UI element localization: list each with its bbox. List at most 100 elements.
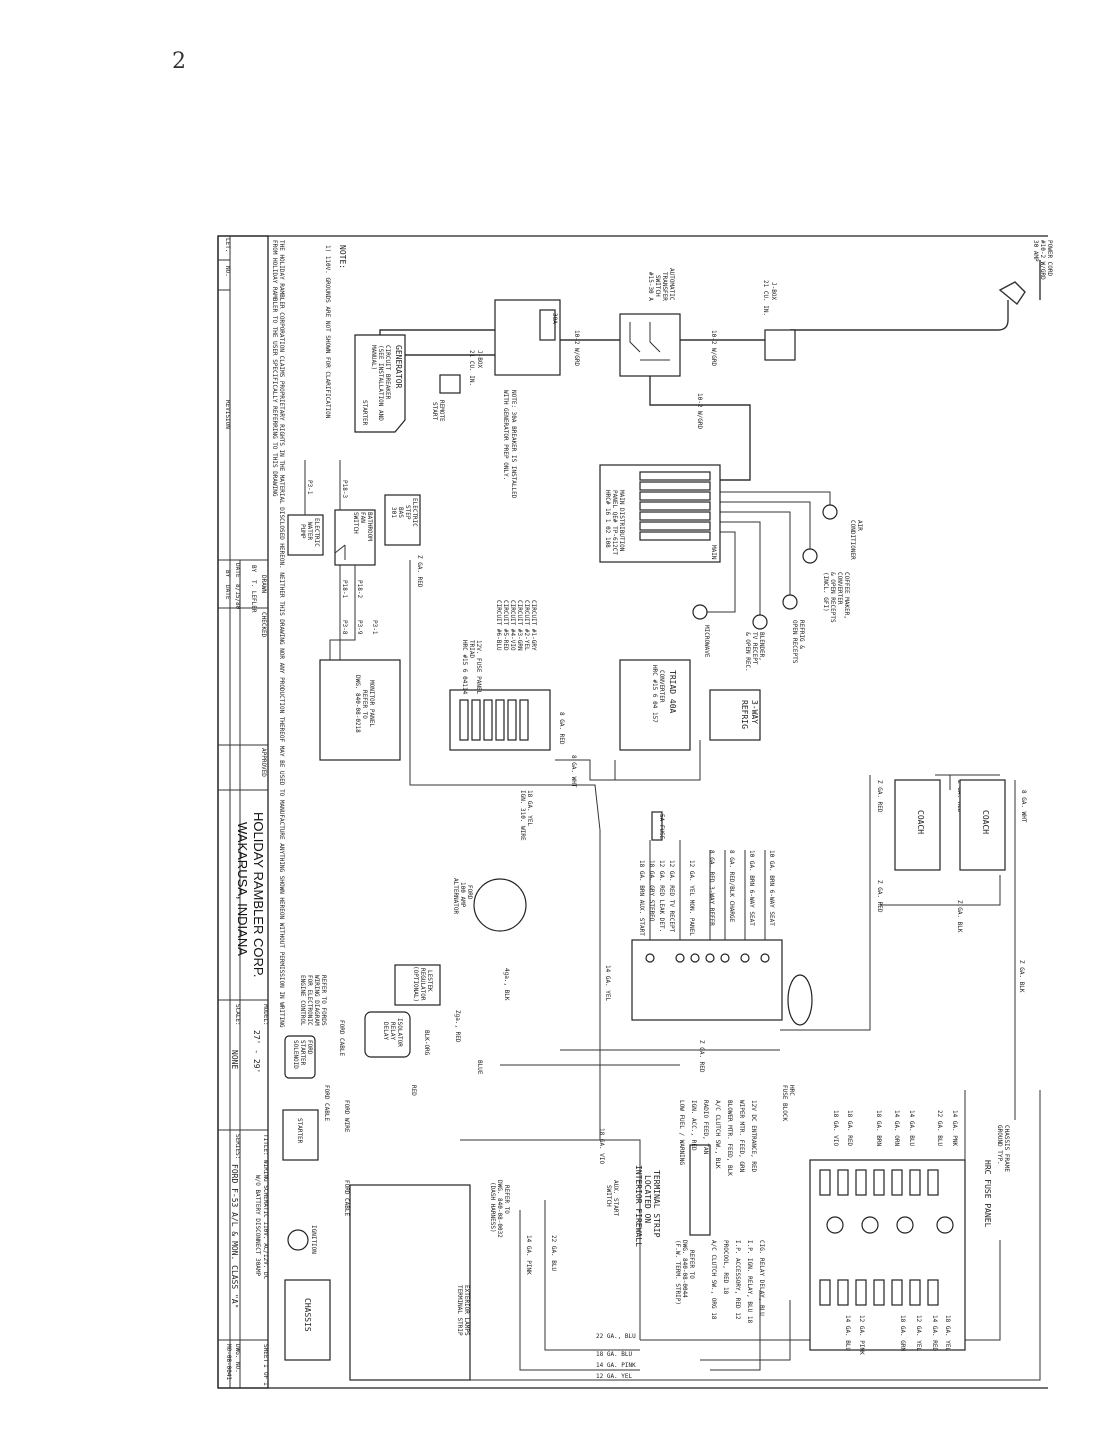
- wire-8-wht-2: 8 GA. WHT: [570, 755, 577, 788]
- note-heading: NOTE:: [338, 245, 347, 269]
- ford-note-3: FOR ELECTRONIC: [306, 975, 313, 1026]
- generator-starter-tag: STARTER: [361, 400, 368, 426]
- drawn-by-label: BY: [250, 565, 257, 573]
- refrig-3way: [709, 689, 761, 741]
- interior-wire: RADIO FEED, TAN: [702, 1100, 709, 1155]
- interior-wires-left: 12V DC ENTRANCE, RED WIPER MTR. FEED, GR…: [678, 1100, 757, 1176]
- main-panel-label-3: HRC# 16 1 02 108: [604, 490, 611, 548]
- wire-z-red-4: Z GA. RED: [416, 555, 423, 588]
- power-cord-label-1: POWER CORD: [1046, 240, 1053, 277]
- fuse-panel-label-3: HRC #15 6 04114: [461, 640, 468, 695]
- blender-outlet-icon: [752, 614, 768, 630]
- coach-battery-2-label: COACH: [981, 810, 990, 834]
- breaker-note-2: WITH GENERATOR PREP ONLY.: [502, 390, 509, 480]
- isolator-relay: [364, 1011, 411, 1058]
- blender-label-3: & OPEN REC.: [744, 632, 751, 672]
- wire-ford-cable-3: FORD CABLE: [343, 1180, 350, 1217]
- coffee-maker-label-2: CONVERTER: [836, 572, 843, 605]
- wire-z-blk-1: Z GA. BLK: [956, 900, 963, 933]
- coffee-maker-label-1: COFFEE MAKER,: [843, 572, 850, 619]
- wire-z-red-3: Z GA. RED: [876, 880, 883, 913]
- monitor-panel: [319, 659, 401, 761]
- series-label: SERIES:: [234, 1134, 241, 1159]
- drawn-by: T. LEFLER: [250, 580, 257, 613]
- wire-yel-ign-1: 18 GA. YEL: [526, 790, 533, 827]
- title-label: TITLE:: [262, 1134, 269, 1156]
- ats-label-3: SWITCH: [654, 275, 661, 297]
- chassis-label: CHASSIS: [303, 1298, 312, 1332]
- proprietary-line-2: FROM HOLIDAY RAMBLER TO THE USER SPECIFI…: [271, 240, 278, 497]
- hrc-wire: 12 GA. YEL: [915, 1315, 922, 1352]
- interior-refer-3: (F.W. TERM. STRIP): [674, 1240, 681, 1305]
- electric-step: [384, 494, 421, 546]
- fuse-row: [459, 699, 529, 741]
- wire-red: RED: [410, 1085, 417, 1096]
- strip-wire-6: 12 GA. RED TV RECEPT: [668, 860, 675, 933]
- step-label-2: STEP: [404, 505, 411, 520]
- hrc-wire: 18 GA. VIO: [832, 1110, 839, 1147]
- plug-p3-1b: P3-1: [371, 620, 378, 635]
- step-label-4: 301: [390, 507, 397, 518]
- electric-water-pump: [287, 514, 324, 556]
- ignition-label: IGNITION: [310, 1225, 317, 1254]
- strip-wire-9: 18 GA. BRN AUX. START: [638, 860, 645, 936]
- coach-ground-stud: [787, 974, 813, 1026]
- ford-note-1: REFER TO FORDS: [320, 975, 327, 1026]
- wire-ford-cable-1: FORD CABLE: [338, 1020, 345, 1057]
- title-line-2: W/O BATTERY DISCONNECT 30AMP: [254, 1175, 261, 1277]
- fan-label-1: BATHROOM: [366, 512, 373, 541]
- coach-battery-2: [959, 779, 1006, 871]
- dash-harness-2: DWG. 840-08-0032: [496, 1180, 503, 1238]
- bottom-wire-2: 18 GA. BLU: [596, 1351, 633, 1358]
- jbox-2-label: J-BOX: [476, 350, 483, 368]
- plug-p3-1a: P3-1: [306, 480, 313, 495]
- bottom-wire-1: 22 GA., BLU: [596, 1333, 636, 1340]
- fuse-5a-label: 5A FUSE: [658, 814, 665, 840]
- interior-wire: A/C CLUTCH SW., ORG 18: [710, 1240, 717, 1320]
- checked-label: CHECKED: [260, 612, 267, 638]
- date-value: 8/15/80: [234, 584, 241, 610]
- coach-battery-1: [894, 779, 941, 871]
- regulator-label-1: LESTEK: [426, 970, 433, 992]
- power-cord-label-3: 30 AMP: [1032, 240, 1039, 262]
- pump-label-3: PUMP: [299, 524, 306, 539]
- fuse-5a: [651, 811, 663, 841]
- hrc-fuse-panel-label: HRC FUSE PANEL: [983, 1160, 992, 1228]
- starter-motor: [282, 1109, 319, 1161]
- starter-label: STARTER: [296, 1118, 303, 1144]
- circuit-4: CIRCUIT #4-VIO: [509, 600, 516, 651]
- monitor-label-2: REFER TO: [361, 690, 368, 719]
- strip-wire-5: 12 GA. YEL MON. PANEL: [688, 860, 695, 936]
- breaker-bank: [639, 471, 711, 541]
- alternator-label-3: ALTERNATOR: [452, 878, 459, 915]
- remote-start-switch: [439, 374, 461, 394]
- of-label: OF: [262, 1372, 269, 1380]
- solenoid-label-2: STARTER: [299, 1040, 306, 1066]
- wire-z-red-1: Z GA. RED: [876, 780, 883, 813]
- note-1: 1) 110V. GROUNDS ARE NOT SHOWN FOR CLARI…: [324, 245, 331, 419]
- ats-label-1: AUTOMATIC: [668, 268, 675, 301]
- wire-ford-cable-2: FORD CABLE: [323, 1085, 330, 1122]
- interior-strip-label-2: LOCATED ON: [643, 1175, 652, 1223]
- coffee-maker-label-3: & OPEN RECEPTS: [829, 572, 836, 623]
- alternator-icon: [473, 878, 527, 932]
- interior-wires-right: CIG. RELAY DELAY, BLU I.P. IGN. RELAY, B…: [710, 1240, 765, 1323]
- dash-harness-3: (DASH HARNESS): [489, 1182, 496, 1233]
- generator: [354, 334, 406, 433]
- breaker-30a-label: 30A: [551, 313, 558, 324]
- hrc-wire: 14 GA. RED: [931, 1315, 938, 1352]
- model-value: 27' - 29': [252, 1030, 261, 1073]
- hrc-wires-top: 14 GA. PNK 22 GA. BLU 14 GA. BLU 14 GA. …: [832, 1110, 958, 1147]
- solenoid-label-1: FORD: [306, 1040, 313, 1055]
- rev-no: NO.: [224, 266, 231, 277]
- date-label: DATE: [234, 563, 241, 578]
- coffee-maker-label-4: (INCL. GFI): [822, 572, 829, 612]
- chassis-terminal-area: [349, 1184, 471, 1381]
- converter-label-2: CONVERTER: [658, 670, 665, 703]
- chassis-battery: [284, 1279, 331, 1361]
- jbox-entry: [764, 329, 796, 361]
- plug-p18-1: P18-1: [341, 580, 348, 598]
- interior-refer-1: REFER TO: [688, 1250, 695, 1279]
- hrc-wires-bottom: 18 GA. YEL 14 GA. RED 12 GA. YEL 18 GA. …: [844, 1315, 951, 1355]
- hrc-wire: 18 GA. RED: [846, 1110, 853, 1147]
